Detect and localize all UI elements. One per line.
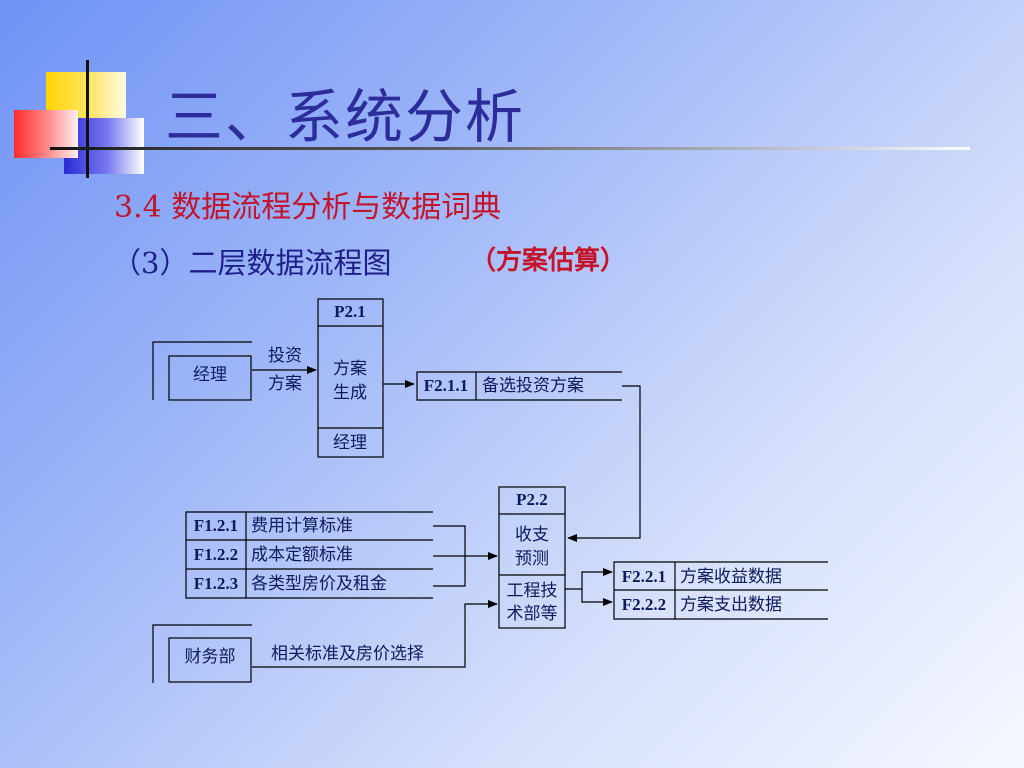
data-store-id: F2.2.1 (622, 567, 666, 586)
data-store-id: F2.2.2 (622, 595, 666, 614)
process-id: P2.1 (334, 302, 366, 321)
diagram-heading: （3）二层数据流程图 (112, 246, 392, 280)
data-store-name: 费用计算标准 (251, 516, 353, 536)
data-store-id: F1.2.2 (194, 545, 238, 564)
data-store-name: 备选投资方案 (482, 376, 584, 396)
process-name: 方案 (333, 359, 367, 379)
external-entity-finance: 财务部 (152, 624, 252, 683)
process-p2-1: P2.1 方案 生成 经理 (317, 298, 384, 458)
process-id: P2.2 (516, 490, 548, 509)
flow-p2-2-to-outputs (565, 568, 613, 606)
data-store-f2-2-group: F2.2.1 方案收益数据 F2.2.2 方案支出数据 (613, 561, 828, 620)
flow-investment-plan: 投资 方案 (252, 346, 317, 394)
data-store-name: 方案收益数据 (680, 567, 782, 587)
data-store-name: 方案支出数据 (680, 595, 782, 615)
process-actor: 术部等 (507, 604, 558, 624)
external-entity-label: 财务部 (185, 647, 236, 667)
data-store-f1-2-group: F1.2.1 费用计算标准 F1.2.2 成本定额标准 F1.2.3 各类型房价… (185, 511, 433, 599)
process-p2-2: P2.2 收支 预测 工程技 术部等 (498, 486, 566, 629)
process-name: 生成 (333, 383, 367, 403)
data-store-id: F2.1.1 (424, 376, 468, 395)
flow-label: 相关标准及房价选择 (271, 644, 424, 664)
data-store-id: F1.2.1 (194, 516, 238, 535)
process-actor: 工程技 (507, 581, 558, 601)
process-name: 收支 (515, 525, 549, 545)
title-underline (50, 147, 970, 150)
slide-title: 三、系统分析 (165, 83, 526, 151)
data-store-name: 各类型房价及租金 (251, 574, 387, 594)
decor-vertical-line (86, 60, 89, 178)
section-subtitle: 3.4 数据流程分析与数据词典 (114, 190, 502, 225)
diagram-heading-note: （方案估算） (470, 246, 627, 276)
process-name: 预测 (515, 549, 549, 569)
data-store-f2-1-1: F2.1.1 备选投资方案 (416, 371, 622, 401)
data-store-name: 成本定额标准 (251, 545, 353, 565)
flow-arrow (567, 385, 641, 542)
flow-finance-to-p2-2: 相关标准及房价选择 (252, 600, 498, 668)
data-store-id: F1.2.3 (194, 574, 238, 593)
external-entity-label: 经理 (193, 365, 227, 385)
flow-standards-to-p2-2 (433, 525, 498, 587)
flow-label: 投资 (268, 346, 302, 366)
flow-label: 方案 (268, 374, 302, 394)
process-actor: 经理 (333, 433, 367, 453)
decor-red-square (14, 110, 78, 158)
external-entity-manager: 经理 (152, 341, 252, 401)
